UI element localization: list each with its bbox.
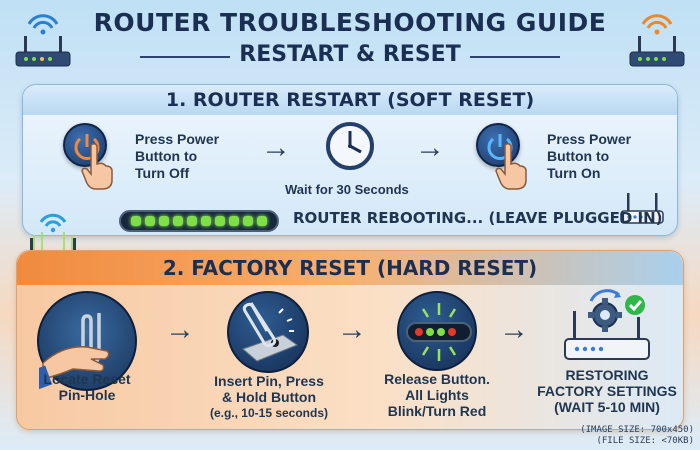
checkmark-icon (625, 295, 645, 315)
router-icon (629, 14, 685, 67)
power-button-icon (476, 123, 520, 167)
router-icon (15, 14, 71, 67)
section-hard-reset: 2. FACTORY RESET (HARD RESET) Locate Res… (16, 250, 684, 430)
power-button-icon (63, 123, 107, 167)
clock-icon (326, 122, 374, 170)
arrow-right-icon: → (165, 313, 195, 346)
step-wait-text: Wait for 30 Seconds (285, 182, 409, 197)
step-press-hold-text: Insert Pin, Press& Hold Button(e.g., 10-… (209, 373, 329, 420)
page-title: ROUTER TROUBLESHOOTING GUIDE (93, 8, 607, 37)
reboot-status-text: ROUTER REBOOTING... (LEAVE PLUGGED IN) (293, 209, 663, 227)
arrow-right-icon: → (499, 313, 529, 346)
reboot-progress-bar (119, 210, 279, 232)
hand-pointer-icon (495, 142, 527, 190)
file-size-note: (FILE SIZE: <70KB) (596, 436, 694, 446)
divider (470, 56, 560, 58)
router-restoring-icon (564, 289, 650, 360)
header: ROUTER TROUBLESHOOTING GUIDE RESTART & R… (0, 0, 700, 78)
divider (140, 56, 230, 58)
router-icon (620, 193, 664, 224)
hand-pointer-icon (81, 142, 113, 190)
arrow-right-icon: → (337, 313, 367, 346)
image-size-note: (IMAGE SIZE: 700x450) (580, 425, 694, 435)
led-lights-icon (397, 291, 477, 371)
arrow-right-icon: → (415, 131, 445, 164)
page-subtitle: RESTART & RESET (239, 42, 461, 67)
arrow-right-icon: → (261, 131, 291, 164)
section-heading: 2. FACTORY RESET (HARD RESET) (17, 251, 683, 285)
gear-icon (588, 298, 622, 332)
section-soft-reset: 1. ROUTER RESTART (SOFT RESET) Press Pow… (22, 84, 678, 236)
section-heading: 1. ROUTER RESTART (SOFT RESET) (23, 85, 677, 115)
paperclip-icon (32, 291, 137, 391)
pin-press-icon (227, 291, 309, 373)
